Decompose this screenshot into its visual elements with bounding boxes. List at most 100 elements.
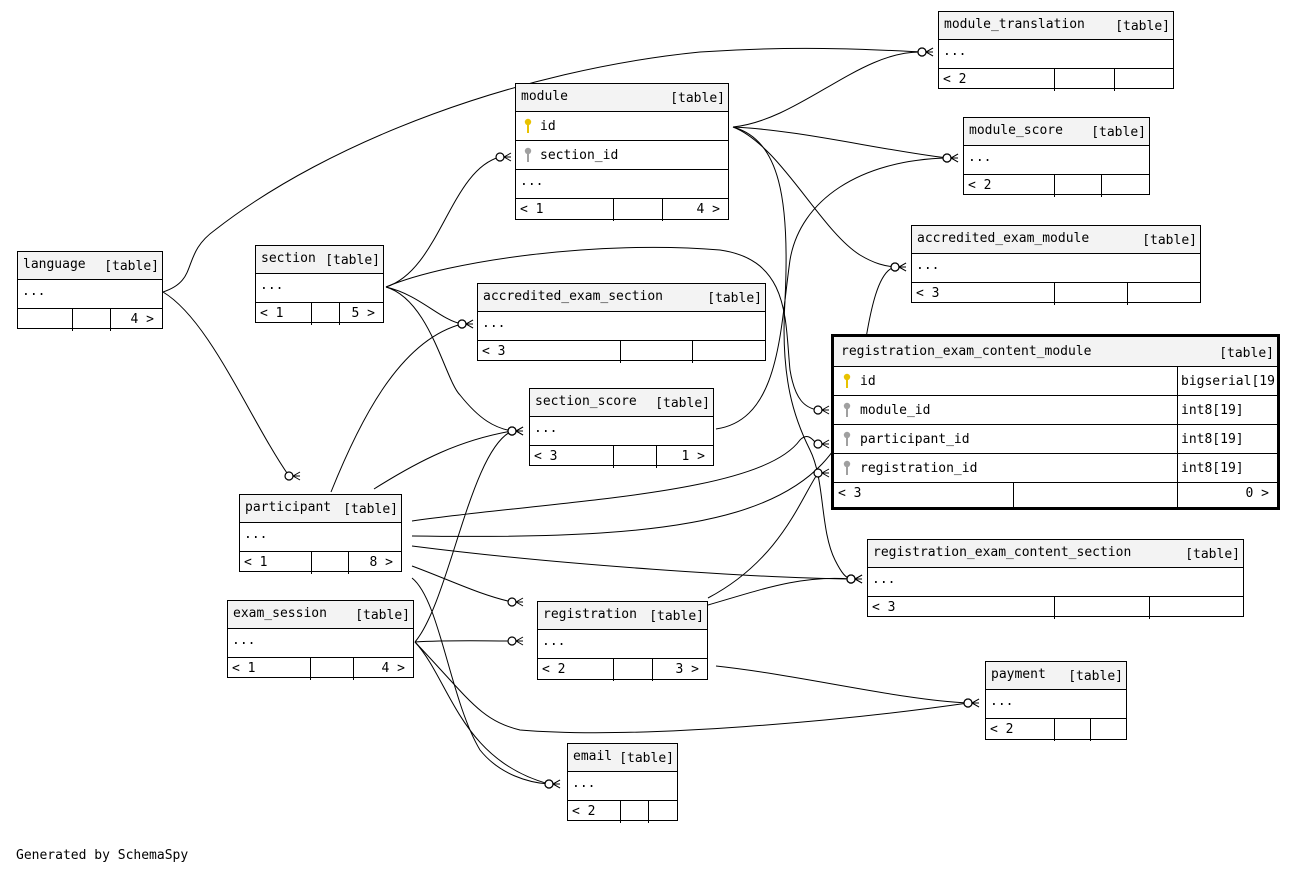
parents-count[interactable]: < 2: [943, 72, 967, 87]
column-name: id: [540, 119, 556, 134]
children-count[interactable]: 1 >: [681, 449, 705, 464]
crowfoot-prongs: [515, 597, 524, 607]
table-header: section_score [table]: [530, 389, 713, 417]
ellipsis: ...: [872, 572, 896, 587]
parents-count[interactable]: < 1: [232, 661, 256, 676]
table-module-score[interactable]: module_score [table] ... < 2: [963, 117, 1150, 197]
primary-key-icon: [843, 373, 851, 388]
parents-count[interactable]: < 1: [244, 555, 268, 570]
parents-count[interactable]: < 2: [572, 804, 596, 819]
table-header: payment [table]: [986, 662, 1126, 690]
relationship-line: [373, 430, 513, 490]
table-tag: [table]: [1142, 233, 1197, 248]
parents-count[interactable]: < 2: [968, 178, 992, 193]
column-row[interactable]: section_id: [516, 141, 728, 170]
ellipsis: ...: [534, 421, 558, 436]
table-registration-exam-content-module[interactable]: registration_exam_content_module [table]…: [831, 334, 1280, 510]
table-footer: < 3 1 >: [530, 446, 713, 468]
table-name: payment: [991, 667, 1046, 682]
relationship-line: [162, 291, 290, 477]
ellipsis-row: ...: [568, 772, 677, 801]
children-count[interactable]: 3 >: [675, 662, 699, 677]
ellipsis: ...: [520, 174, 544, 189]
table-name: exam_session: [233, 606, 327, 621]
ellipsis-row: ...: [912, 254, 1200, 283]
relationship-line: [385, 286, 513, 432]
children-count[interactable]: 4 >: [130, 312, 154, 327]
table-registration-exam-content-section[interactable]: registration_exam_content_section [table…: [867, 539, 1244, 619]
parents-count[interactable]: < 3: [534, 449, 558, 464]
table-language[interactable]: language [table] ... 4 >: [17, 251, 163, 331]
table-footer: < 1 8 >: [240, 552, 401, 574]
table-header: section [table]: [256, 246, 383, 274]
ellipsis: ...: [916, 258, 940, 273]
relationship-line: [411, 577, 550, 785]
crowfoot-prongs: [950, 153, 959, 163]
table-module[interactable]: module [table] id section_id ... < 1 4 >: [515, 83, 729, 221]
table-header: participant [table]: [240, 495, 401, 523]
foreign-key-icon: [843, 431, 851, 446]
parents-count[interactable]: < 1: [520, 202, 544, 217]
ellipsis-row: ...: [18, 280, 162, 309]
table-exam-session[interactable]: exam_session [table] ... < 1 4 >: [227, 600, 414, 680]
crowfoot-marker: [813, 439, 823, 449]
parents-count[interactable]: < 3: [482, 344, 506, 359]
table-tag: [table]: [355, 608, 410, 623]
crowfoot-prongs: [292, 471, 301, 481]
column-name: module_id: [860, 403, 931, 418]
table-participant[interactable]: participant [table] ... < 1 8 >: [239, 494, 402, 574]
parents-count[interactable]: < 2: [542, 662, 566, 677]
table-name: module_score: [969, 123, 1063, 138]
table-module-translation[interactable]: module_translation [table] ... < 2: [938, 11, 1174, 91]
relationship-line: [385, 286, 463, 325]
table-registration[interactable]: registration [table] ... < 2 3 >: [537, 601, 708, 681]
foreign-key-icon: [843, 402, 851, 417]
relationship-line: [162, 47, 923, 293]
children-count[interactable]: 4 >: [696, 202, 720, 217]
parents-count[interactable]: < 2: [990, 722, 1014, 737]
children-count[interactable]: 8 >: [369, 555, 393, 570]
crowfoot-marker: [917, 47, 927, 57]
table-header: accredited_exam_section [table]: [478, 284, 765, 312]
parents-count[interactable]: < 3: [838, 486, 862, 501]
column-row[interactable]: participant_id int8[19]: [834, 425, 1277, 454]
column-row[interactable]: id: [516, 112, 728, 141]
table-tag: [table]: [343, 502, 398, 517]
parents-count[interactable]: < 3: [872, 600, 896, 615]
parents-count[interactable]: < 3: [916, 286, 940, 301]
table-tag: [table]: [707, 291, 762, 306]
column-row[interactable]: module_id int8[19]: [834, 396, 1277, 425]
table-footer: < 3: [478, 341, 765, 363]
relationship-line: [732, 126, 852, 580]
table-header: module [table]: [516, 84, 728, 112]
children-count[interactable]: 5 >: [351, 306, 375, 321]
table-payment[interactable]: payment [table] ... < 2: [985, 661, 1127, 741]
table-section-score[interactable]: section_score [table] ... < 3 1 >: [529, 388, 714, 468]
column-row[interactable]: id bigserial[19: [834, 367, 1277, 396]
column-row[interactable]: registration_id int8[19]: [834, 454, 1277, 483]
table-email[interactable]: email [table] ... < 2: [567, 743, 678, 823]
table-tag: [table]: [1115, 19, 1170, 34]
ellipsis-row: ...: [939, 40, 1173, 69]
table-accredited-exam-section[interactable]: accredited_exam_section [table] ... < 3: [477, 283, 766, 363]
table-tag: [table]: [1219, 346, 1274, 361]
table-accredited-exam-module[interactable]: accredited_exam_module [table] ... < 3: [911, 225, 1201, 305]
ellipsis: ...: [990, 694, 1014, 709]
parents-count[interactable]: < 1: [260, 306, 284, 321]
relationship-line: [414, 640, 513, 643]
children-count[interactable]: 4 >: [381, 661, 405, 676]
children-count[interactable]: 0 >: [1245, 486, 1269, 501]
table-name: registration_exam_content_module: [841, 344, 1092, 359]
table-section[interactable]: section [table] ... < 1 5 >: [255, 245, 384, 325]
crowfoot-prongs: [971, 698, 980, 708]
crowfoot-prongs: [503, 152, 512, 162]
table-header: registration_exam_content_section [table…: [868, 540, 1243, 568]
table-name: language: [23, 257, 86, 272]
crowfoot-marker: [507, 597, 517, 607]
table-footer: < 3 0 >: [834, 483, 1277, 507]
table-footer: < 1 5 >: [256, 303, 383, 325]
ellipsis: ...: [943, 44, 967, 59]
table-header: email [table]: [568, 744, 677, 772]
ellipsis: ...: [968, 150, 992, 165]
